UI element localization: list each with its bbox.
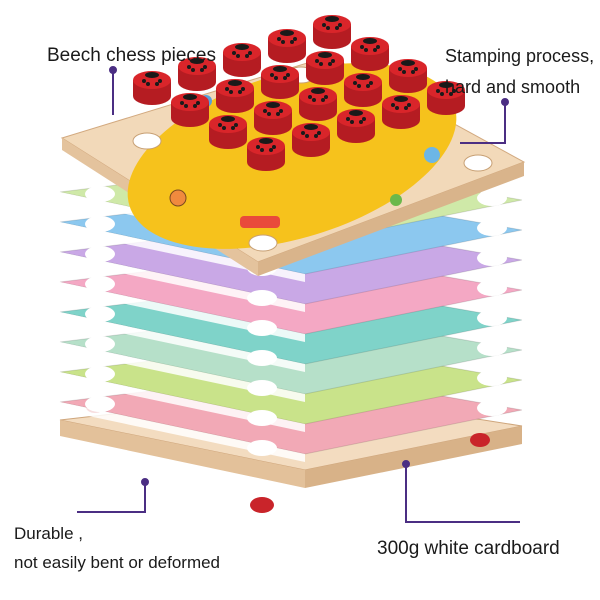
layer-hole xyxy=(247,410,277,426)
callout-dot-stamping xyxy=(501,98,509,106)
ladybug-piece-icon xyxy=(427,81,465,115)
cardboard-layer-edge xyxy=(60,342,305,402)
cardboard-layer-edge xyxy=(60,312,305,372)
label-durable-line1: Durable , xyxy=(14,524,83,543)
cardboard-layer-edge xyxy=(60,402,305,462)
ladybug-piece-icon xyxy=(178,57,216,91)
ladybug-piece-icon xyxy=(313,15,351,49)
ladybug-piece-icon xyxy=(209,115,247,149)
callout-dot-cardboard xyxy=(402,460,410,468)
cardboard-layer-edge xyxy=(60,252,305,312)
callout-line-durable xyxy=(77,482,146,513)
ladybug-piece-icon xyxy=(344,73,382,107)
layer-hole xyxy=(477,340,507,356)
callout-line-stamping xyxy=(460,102,506,144)
layer-hole xyxy=(477,310,507,326)
foot-peg xyxy=(250,497,274,513)
callout-line-cardboard xyxy=(405,464,520,523)
ladybug-piece-icon xyxy=(306,51,344,85)
cardboard-layer-edge xyxy=(60,282,305,342)
corner-hole xyxy=(248,234,278,252)
layer-hole xyxy=(247,440,277,456)
callout-lines xyxy=(77,66,520,523)
ladybug-piece-icon xyxy=(389,59,427,93)
layer-hole xyxy=(85,336,115,352)
ladybug-piece-icon xyxy=(254,101,292,135)
corner-hole xyxy=(463,154,493,172)
layer-hole xyxy=(85,306,115,322)
layer-hole xyxy=(85,276,115,292)
callout-dot-durable xyxy=(141,478,149,486)
callout-dot-beech xyxy=(109,66,117,74)
foot-peg xyxy=(470,433,490,447)
ladybug-piece-icon xyxy=(351,37,389,71)
ladybug-piece-icon xyxy=(223,43,261,77)
fish-icon xyxy=(424,147,440,163)
layer-hole xyxy=(477,190,507,206)
layer-hole xyxy=(247,290,277,306)
layer-hole xyxy=(85,396,115,412)
ladybug-piece-icon xyxy=(292,123,330,157)
layer-hole xyxy=(85,366,115,382)
layer-hole xyxy=(477,400,507,416)
layer-hole xyxy=(247,350,277,366)
ladybug-piece-icon xyxy=(382,95,420,129)
label-cardboard: 300g white cardboard xyxy=(377,538,560,559)
cardboard-layer-edge xyxy=(60,222,305,282)
layer-hole xyxy=(477,280,507,296)
donut-icon xyxy=(169,189,187,207)
layer-hole xyxy=(477,220,507,236)
ladybug-piece-icon xyxy=(337,109,375,143)
layer-hole xyxy=(477,250,507,266)
label-durable-line2: not easily bent or deformed xyxy=(14,553,221,572)
ladybug-piece-icon xyxy=(268,29,306,63)
ladybug-piece-icon xyxy=(216,79,254,113)
ladybug-piece-icon xyxy=(133,71,171,105)
ladybug-pieces xyxy=(133,15,465,171)
layer-hole xyxy=(85,186,115,202)
label-beech-chess-pieces: Beech chess pieces xyxy=(47,45,216,66)
layer-hole xyxy=(477,370,507,386)
ladybug-piece-icon xyxy=(247,137,285,171)
layer-hole xyxy=(85,246,115,262)
ladybug-piece-icon xyxy=(261,65,299,99)
layer-hole xyxy=(247,380,277,396)
yellow-game-board xyxy=(127,63,457,249)
ladybug-piece-icon xyxy=(299,87,337,121)
label-stamping-line1: Stamping process, xyxy=(445,46,595,66)
label-stamping-line2: hard and smooth xyxy=(445,77,581,97)
car-icon xyxy=(240,216,280,228)
beetle-icon xyxy=(390,194,402,206)
corner-hole xyxy=(132,132,162,150)
layer-hole xyxy=(247,320,277,336)
cardboard-layer-edge xyxy=(60,372,305,432)
ladybug-piece-icon xyxy=(171,93,209,127)
layer-hole xyxy=(85,216,115,232)
